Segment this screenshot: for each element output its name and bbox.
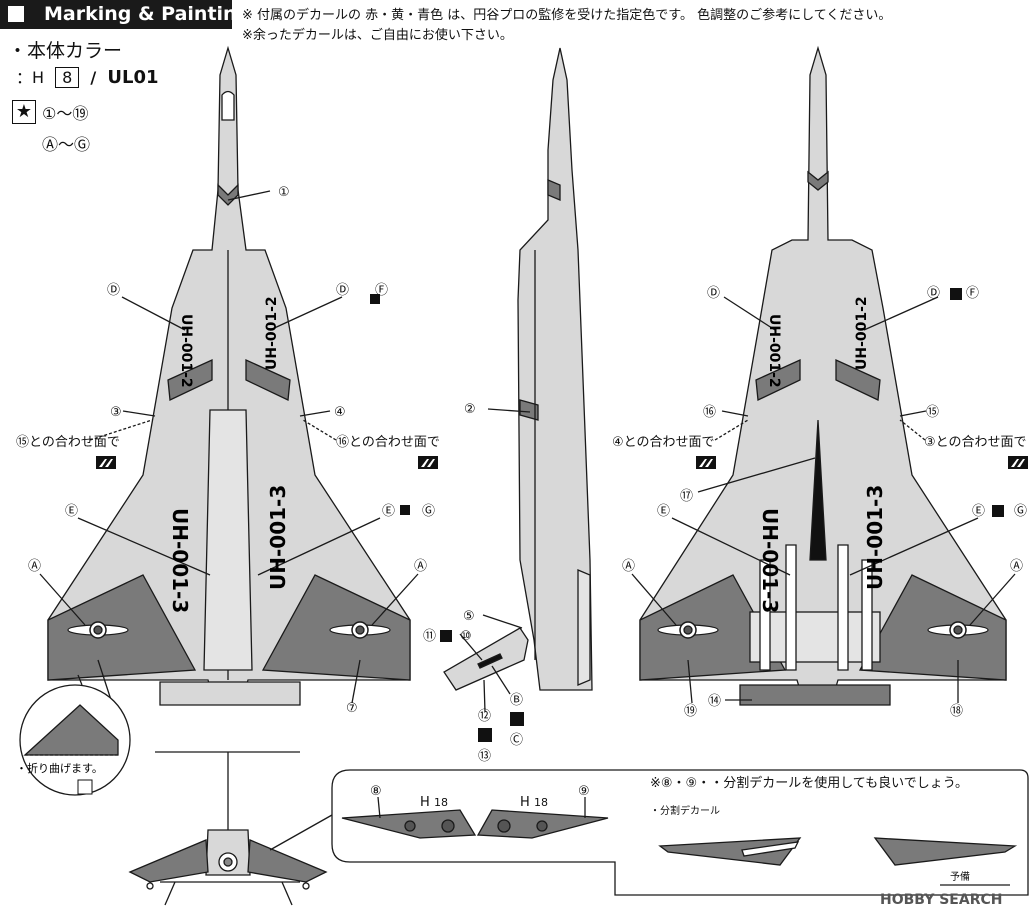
decal-stack-icon xyxy=(478,728,492,742)
side-callout-b: Ⓑ xyxy=(510,693,523,708)
top-marking-upper-right: UH-001-2 xyxy=(264,296,280,370)
top-marking-lower-left: UH-001-3 xyxy=(168,508,192,613)
bottom-callout-e-left: Ⓔ xyxy=(657,504,670,519)
decal-stack-icon xyxy=(992,505,1004,517)
top-callout-d-right: Ⓓ xyxy=(336,283,349,298)
top-marking-lower-right: UH-001-3 xyxy=(266,485,290,590)
decal-stack-icon xyxy=(400,505,410,515)
body-color-heading: ・本体カラー xyxy=(8,40,123,62)
top-callout-d-left: Ⓓ xyxy=(107,283,120,298)
bottom-callout-16: ⑯ xyxy=(703,405,716,420)
top-callout-a-right: Ⓐ xyxy=(414,559,427,574)
bottom-view xyxy=(631,45,1016,706)
paint-tool-icon xyxy=(696,456,716,469)
detail-h-left: H xyxy=(420,795,430,810)
section-header: Marking & Painting xyxy=(0,0,250,29)
bottom-marking-upper-right: UH-001-2 xyxy=(854,296,870,370)
top-callout-1: ① xyxy=(278,185,290,200)
decal-range-1: ①～⑲ xyxy=(42,104,89,123)
body-color-spec: ：H 8 / UL01 xyxy=(16,64,159,88)
paint-tool-icon xyxy=(1008,456,1028,469)
bottom-callout-17: ⑰ xyxy=(680,489,693,504)
bottom-callout-a-right: Ⓐ xyxy=(1010,559,1023,574)
note-line-2: ※余ったデカールは、ご自由にお使い下さい。 xyxy=(242,28,513,43)
detail-h-right-num: 18 xyxy=(534,796,548,809)
watermark: HOBBY SEARCH xyxy=(880,892,1002,908)
top-mate-note-left: ⑮との合わせ面で xyxy=(16,435,120,450)
detail-box xyxy=(269,769,1029,896)
star-icon: ★ xyxy=(12,100,36,124)
color-code: UL01 xyxy=(107,67,159,88)
detail-heading: ※⑧・⑨・・分割デカールを使用しても良いでしょう。 xyxy=(650,775,968,791)
bottom-callout-14: ⑭ xyxy=(708,694,721,709)
top-callout-e-left: Ⓔ xyxy=(65,504,78,519)
bottom-marking-upper-left: UH-001-2 xyxy=(766,314,782,388)
detail-callout-8: ⑧ xyxy=(370,784,382,799)
note-line-1: ※ 付属のデカールの 赤・黄・青色 は、円谷プロの監修を受けた指定色です。 色調… xyxy=(242,8,892,23)
bottom-callout-15: ⑮ xyxy=(926,405,939,420)
side-callout-10: ⑩ xyxy=(460,629,472,644)
bottom-callout-e-right: Ⓔ xyxy=(972,504,985,519)
paint-tool-icon xyxy=(418,456,438,469)
bottom-mate-note-left: ④との合わせ面で xyxy=(612,435,715,450)
spare-label: 予備 xyxy=(950,870,970,883)
decal-stack-icon xyxy=(370,294,380,304)
top-mate-note-right: ⑯との合わせ面で xyxy=(336,435,440,450)
top-callout-3: ③ xyxy=(110,405,122,420)
detail-h-left-num: 18 xyxy=(434,796,448,809)
top-view xyxy=(39,45,419,706)
fold-note: ・折り曲げます。 xyxy=(16,761,103,775)
decal-stack-icon xyxy=(440,630,452,642)
detail-h-right: H xyxy=(520,795,530,810)
rear-view xyxy=(128,751,328,906)
side-view xyxy=(443,47,593,713)
side-callout-c: Ⓒ xyxy=(510,733,523,748)
decal-stack-icon xyxy=(950,288,962,300)
section-title: Marking & Painting xyxy=(44,3,251,25)
top-callout-4: ④ xyxy=(334,405,346,420)
top-callout-g: Ⓖ xyxy=(422,504,435,519)
side-callout-12: ⑫ xyxy=(478,709,491,724)
bottom-callout-f: Ⓕ xyxy=(966,286,979,301)
top-callout-7: ⑦ xyxy=(346,701,358,716)
split-decal-label: ・分割デカール xyxy=(650,804,720,817)
side-callout-2: ② xyxy=(464,402,476,417)
bottom-callout-19: ⑲ xyxy=(684,704,697,719)
body-color-prefix: ：H xyxy=(16,68,45,87)
top-marking-upper-left: UH-001-2 xyxy=(178,314,194,388)
bottom-marking-lower-left: UH-001-3 xyxy=(758,508,782,613)
bottom-callout-d-right: Ⓓ xyxy=(927,286,940,301)
paint-tool-icon xyxy=(96,456,116,469)
slash: / xyxy=(90,68,97,87)
side-callout-5: ⑤ xyxy=(463,609,475,624)
header-square-icon xyxy=(8,6,24,22)
fold-decal-icon xyxy=(77,779,93,795)
bottom-callout-g: Ⓖ xyxy=(1014,504,1027,519)
fold-detail xyxy=(19,674,131,796)
detail-callout-9: ⑨ xyxy=(578,784,590,799)
top-callout-a-left: Ⓐ xyxy=(28,559,41,574)
bottom-callout-18: ⑱ xyxy=(950,704,963,719)
decal-stack-icon xyxy=(510,712,524,726)
bottom-callout-d-left: Ⓓ xyxy=(707,286,720,301)
bottom-marking-lower-right: UH-001-3 xyxy=(863,485,887,590)
bottom-mate-note-right: ③との合わせ面で xyxy=(924,435,1027,450)
bottom-callout-a-left: Ⓐ xyxy=(622,559,635,574)
h-number-box: 8 xyxy=(55,67,80,88)
decal-range-2: Ⓐ～Ⓖ xyxy=(42,135,91,154)
side-callout-11: ⑪ xyxy=(423,629,436,644)
side-callout-13: ⑬ xyxy=(478,749,491,764)
top-callout-e-right: Ⓔ xyxy=(382,504,395,519)
